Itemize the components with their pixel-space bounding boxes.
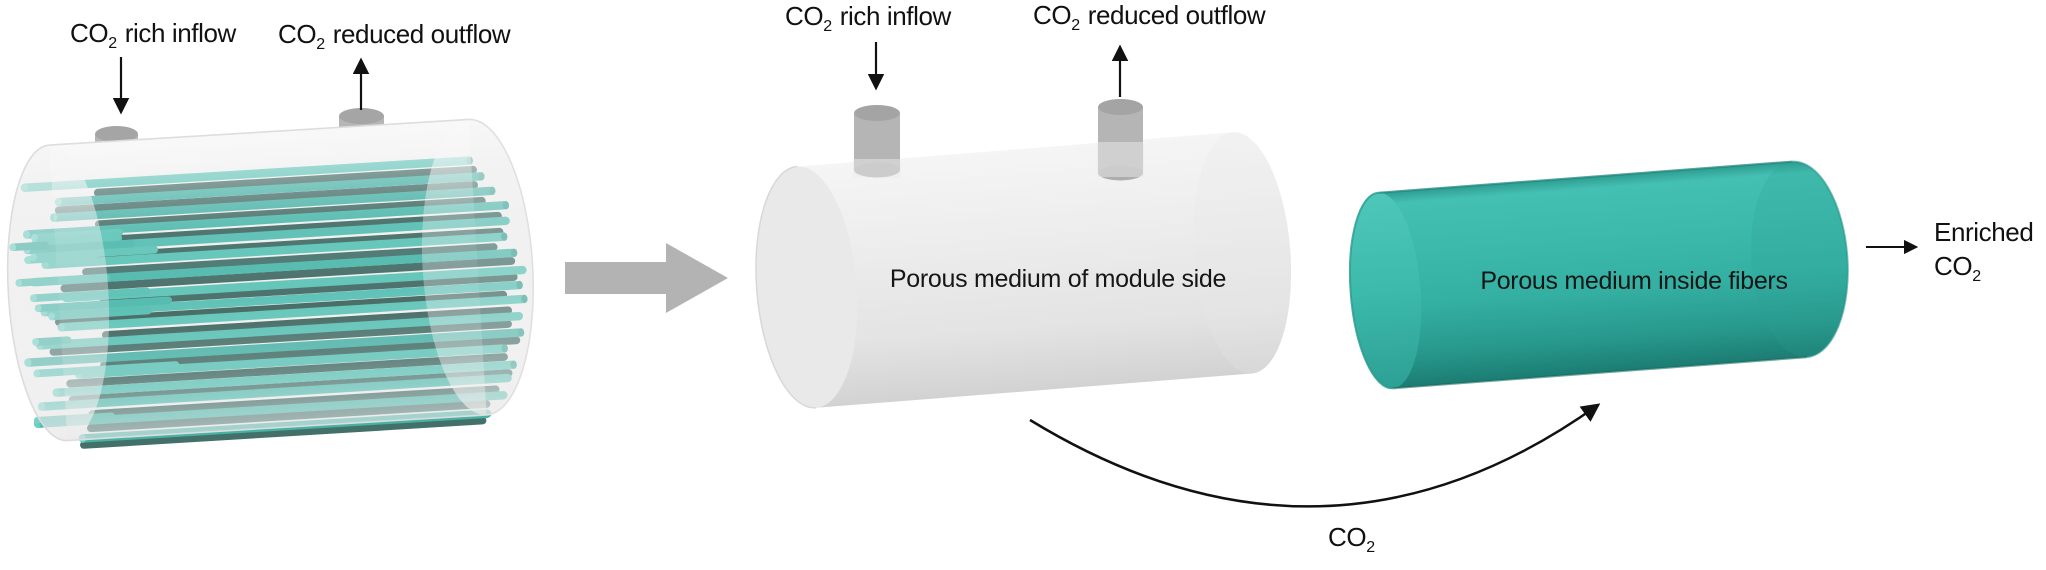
- port-sunk-wash: [1097, 142, 1144, 177]
- enriched-co2-label-line1: Enriched: [1934, 217, 2033, 247]
- middle-outflow-port: [1097, 99, 1144, 181]
- port-top: [1098, 99, 1143, 115]
- fiber-cylinder: Porous medium inside fibers: [1348, 160, 1849, 390]
- port-top: [854, 105, 900, 121]
- port-sunk-wash: [853, 159, 901, 178]
- port-top: [339, 108, 384, 124]
- co2-transfer-arrow: [1029, 403, 1601, 508]
- fiber: [80, 416, 487, 449]
- middle-inflow-port: [853, 105, 901, 178]
- left-module-shell-sheen: [6, 118, 535, 442]
- enriched-co2-label-line2: CO2: [1934, 251, 1981, 285]
- middle-module-body: [755, 132, 1292, 409]
- fiber-cylinder-body: [1348, 160, 1849, 390]
- fiber-cylinder-label: Porous medium inside fibers: [1480, 267, 1787, 295]
- co2-transfer-label: CO2: [1328, 522, 1375, 556]
- middle-body-label: Porous medium of module side: [890, 265, 1226, 293]
- big-right-arrow-icon: [565, 243, 728, 313]
- port-top: [95, 126, 138, 142]
